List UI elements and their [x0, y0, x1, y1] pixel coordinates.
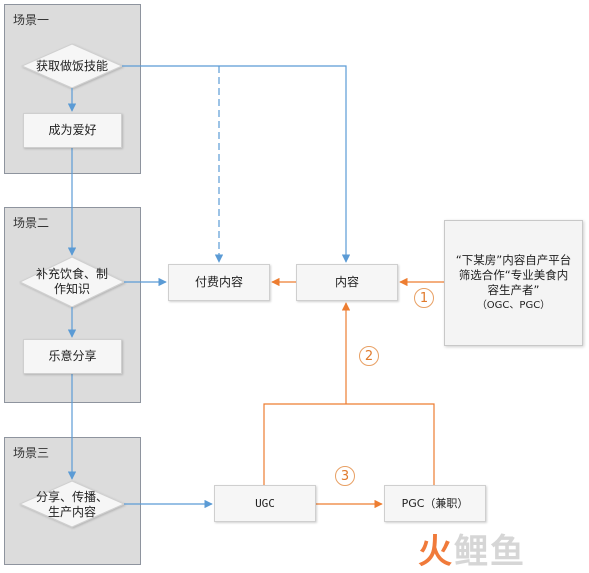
watermark-logo: 火鲤鱼 — [418, 524, 526, 573]
node-supplement-knowledge: 补充饮食、制作知识 — [35, 267, 108, 296]
node-happy-share: 乐意分享 — [23, 339, 122, 374]
step-marker-3: 3 — [335, 466, 355, 486]
scene-title: 场景一 — [13, 13, 50, 27]
node-pgc: PGC（兼职） — [384, 485, 486, 522]
diamond-share-spread — [18, 480, 126, 528]
node-become-hobby: 成为爱好 — [23, 113, 122, 148]
watermark-part-1: 火 — [418, 532, 454, 572]
step-marker-2: 2 — [359, 346, 379, 366]
node-paid-content: 付费内容 — [168, 264, 270, 301]
node-get-cooking-skills: 获取做饭技能 — [35, 59, 108, 73]
scene-title: 场景二 — [13, 216, 50, 230]
connector-ugc-up — [263, 403, 435, 485]
watermark-part-2: 鲤鱼 — [454, 532, 526, 572]
arrow-skills-to-content — [122, 65, 351, 263]
note-platform-selection: “下某房”内容自产平台筛选合作“专业美食内容生产者” （OGC、PGC） — [444, 220, 583, 346]
note-sub-text: （OGC、PGC） — [476, 300, 551, 311]
node-content: 内容 — [296, 264, 398, 301]
note-main-text: “下某房”内容自产平台筛选合作“专业美食内容生产者” — [455, 253, 572, 297]
step-marker-1: 1 — [414, 288, 434, 308]
node-share-spread-produce: 分享、传播、生产内容 — [35, 490, 108, 519]
node-ugc: UGC — [214, 485, 316, 522]
scene-title: 场景三 — [13, 446, 50, 460]
